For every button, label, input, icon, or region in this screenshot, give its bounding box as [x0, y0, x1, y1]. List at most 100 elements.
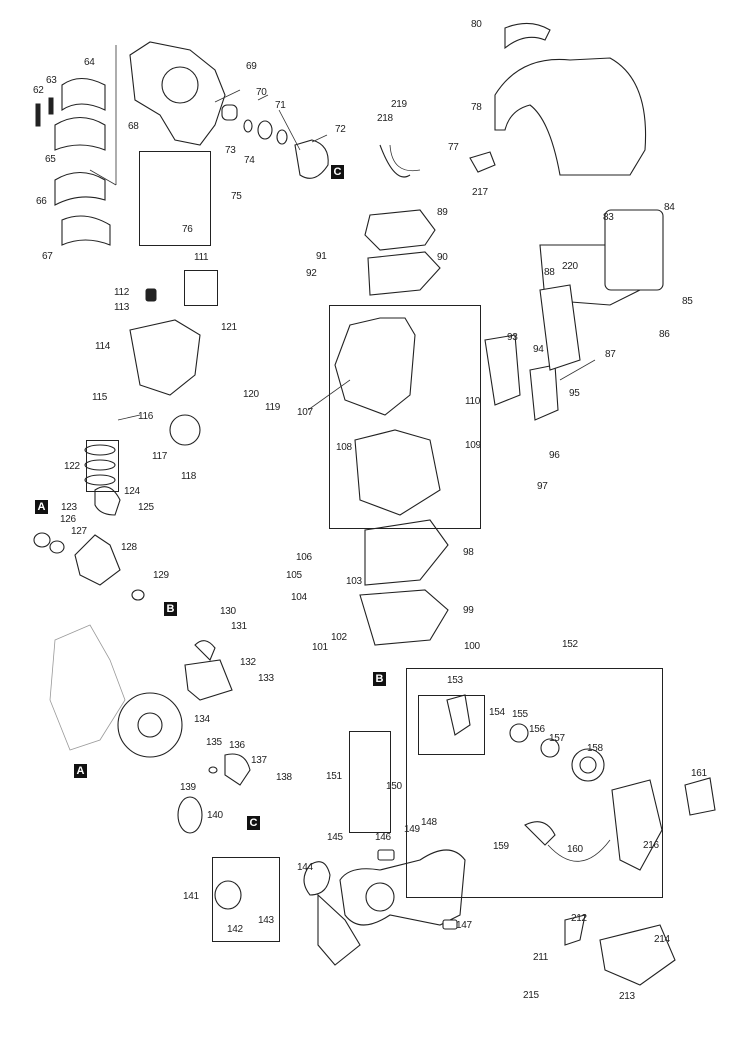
part-label: 139 [180, 782, 196, 793]
part-label: 121 [221, 322, 237, 333]
clutch-housing-group [35, 41, 329, 246]
part-label: 153 [447, 675, 463, 686]
part-label: 103 [346, 576, 362, 587]
part-label: 216 [643, 840, 659, 851]
part-label: 119 [265, 402, 281, 413]
ref-marker-b: B [164, 602, 177, 616]
part-label: 147 [456, 920, 472, 931]
part-label: 137 [251, 755, 267, 766]
part-label: 72 [335, 124, 346, 135]
starter-group [446, 694, 716, 986]
part-label: 85 [682, 296, 693, 307]
part-label: 74 [244, 155, 255, 166]
part-label: 160 [567, 844, 583, 855]
cylinder-group [33, 288, 201, 601]
part-label: 124 [124, 486, 140, 497]
part-label: 77 [448, 142, 459, 153]
ref-marker-c: C [247, 816, 260, 830]
part-label: 100 [464, 641, 480, 652]
part-label: 99 [463, 605, 474, 616]
part-label: 70 [256, 87, 267, 98]
part-label: 161 [691, 768, 707, 779]
part-label: 132 [240, 657, 256, 668]
part-label: 211 [533, 952, 549, 963]
part-label: 126 [60, 514, 76, 525]
fuel-tank-group [214, 849, 466, 966]
part-label: 63 [46, 75, 57, 86]
ref-marker-a: A [35, 500, 48, 514]
part-label: 90 [437, 252, 448, 263]
part-label: 88 [544, 267, 555, 278]
part-label: 138 [276, 772, 292, 783]
engine-block-group [334, 209, 664, 646]
part-label: 151 [326, 771, 342, 782]
part-label: 125 [138, 502, 154, 513]
part-label: 87 [605, 349, 616, 360]
part-label: 108 [336, 442, 352, 453]
part-label: 142 [227, 924, 243, 935]
part-label: 218 [377, 113, 393, 124]
part-label: 152 [562, 639, 578, 650]
part-label: 116 [138, 411, 154, 422]
leader-lines [117, 89, 596, 421]
part-label: 78 [471, 102, 482, 113]
part-label: 148 [421, 817, 437, 828]
part-label: 133 [258, 673, 274, 684]
part-label: 154 [489, 707, 505, 718]
part-label: 129 [153, 570, 169, 581]
part-label: 110 [465, 396, 481, 407]
ref-marker-b: B [373, 672, 386, 686]
part-label: 106 [296, 552, 312, 563]
part-label: 83 [603, 212, 614, 223]
part-label: 136 [229, 740, 245, 751]
part-label: 95 [569, 388, 580, 399]
part-label: 219 [391, 99, 407, 110]
part-label: 155 [512, 709, 528, 720]
part-label: 135 [206, 737, 222, 748]
part-label: 141 [183, 891, 199, 902]
part-label: 215 [523, 990, 539, 1001]
part-label: 91 [316, 251, 327, 262]
ref-marker-a: A [74, 764, 87, 778]
part-label: 69 [246, 61, 257, 72]
part-label: 213 [619, 991, 635, 1002]
part-label: 101 [312, 642, 328, 653]
part-label: 104 [291, 592, 307, 603]
part-label: 96 [549, 450, 560, 461]
part-label: 111 [194, 252, 209, 263]
part-label: 144 [297, 862, 313, 873]
part-label: 134 [194, 714, 210, 725]
part-label: 128 [121, 542, 137, 553]
part-label: 130 [220, 606, 236, 617]
box-part-75 [139, 151, 211, 246]
part-label: 66 [36, 196, 47, 207]
part-label: 120 [243, 389, 259, 400]
part-label: 122 [64, 461, 80, 472]
part-label: 64 [84, 57, 95, 68]
part-label: 86 [659, 329, 670, 340]
part-label: 76 [182, 224, 193, 235]
part-label: 117 [152, 451, 168, 462]
part-label: 112 [114, 287, 130, 298]
part-label: 102 [331, 632, 347, 643]
part-label: 156 [529, 724, 545, 735]
part-label: 92 [306, 268, 317, 279]
part-label: 131 [231, 621, 247, 632]
part-label: 149 [404, 824, 420, 835]
part-label: 212 [571, 913, 587, 924]
part-label: 97 [537, 481, 548, 492]
part-label: 105 [286, 570, 302, 581]
part-label: 217 [472, 187, 488, 198]
box-part-151 [349, 731, 391, 833]
part-label: 67 [42, 251, 53, 262]
box-part-122 [86, 440, 119, 492]
part-label: 146 [375, 832, 391, 843]
part-label: 127 [71, 526, 87, 537]
part-label: 73 [225, 145, 236, 156]
part-label: 65 [45, 154, 56, 165]
part-label: 114 [95, 341, 111, 352]
part-label: 84 [664, 202, 675, 213]
box-part-107 [329, 305, 481, 529]
part-label: 62 [33, 85, 44, 96]
box-part-111 [184, 270, 218, 306]
